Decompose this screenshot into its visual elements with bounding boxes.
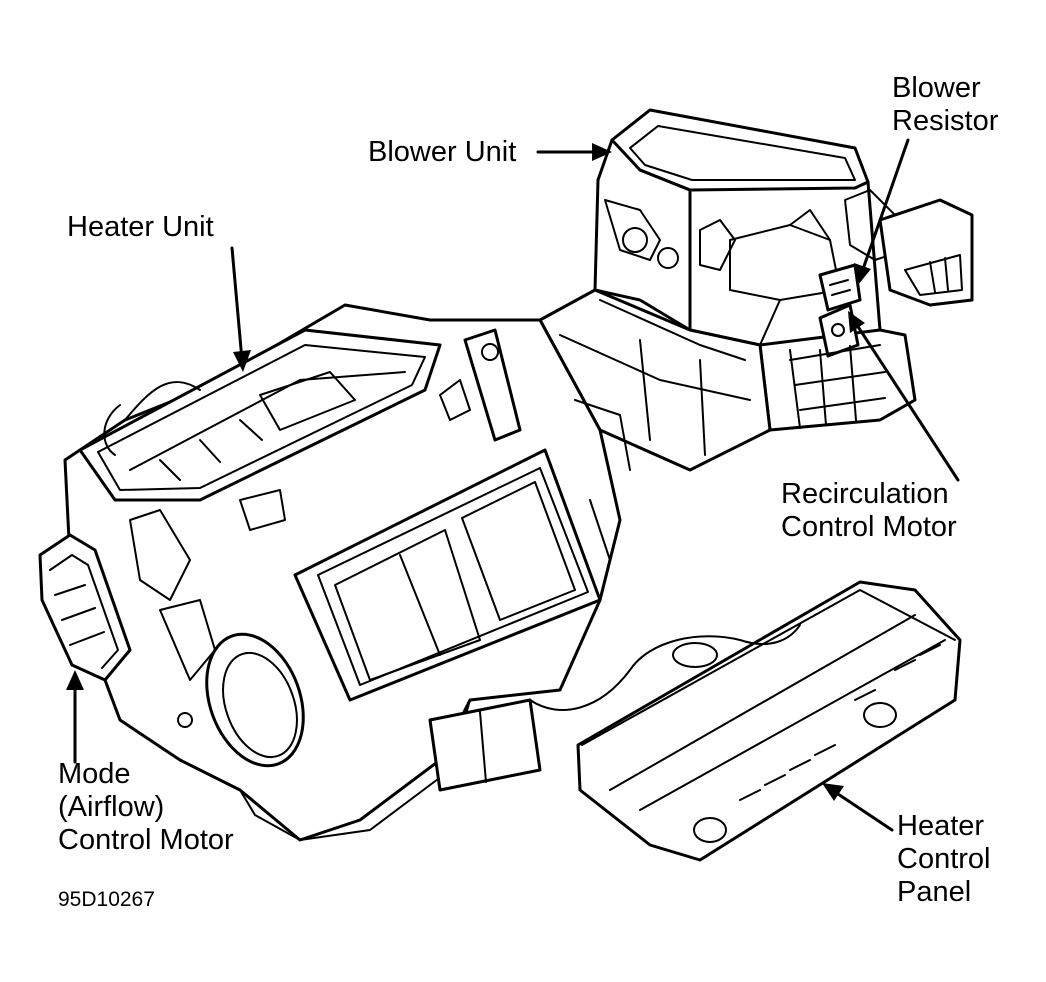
heater-control-panel-drawing: [529, 580, 962, 862]
label-mode-control-motor: Mode (Airflow) Control Motor: [58, 758, 234, 857]
label-mode-line-1: Mode: [58, 758, 131, 790]
label-blower-resistor-line-1: Blower: [892, 72, 981, 104]
arrow-heater-unit: [230, 246, 244, 362]
arrowhead-control-panel: [822, 783, 844, 801]
label-mode-line-3: Control Motor: [58, 824, 234, 856]
label-recirculation-line-1: Recirculation: [781, 478, 949, 510]
arrowhead-heater-unit: [233, 350, 251, 372]
label-heater-control-panel: Heater Control Panel: [897, 810, 991, 909]
label-control-panel-line-1: Heater: [897, 810, 985, 842]
label-mode-line-2: (Airflow): [58, 791, 165, 823]
label-recirculation-control-motor: Recirculation Control Motor: [781, 478, 957, 544]
label-blower-resistor: Blower Resistor: [892, 72, 998, 138]
figure-code: 95D10267: [58, 888, 155, 911]
arrow-blower-resistor: [860, 138, 910, 274]
label-blower-unit: Blower Unit: [368, 136, 517, 168]
label-recirculation-line-2: Control Motor: [781, 511, 957, 543]
arrow-recirculation-motor: [853, 320, 960, 482]
leader-lines: [66, 138, 960, 832]
arrowhead-recirculation-motor: [848, 311, 865, 333]
mode-control-motor-drawing: [38, 533, 132, 682]
arrow-control-panel: [830, 788, 894, 832]
label-control-panel-line-2: Control: [897, 843, 991, 875]
label-blower-resistor-line-2: Resistor: [892, 105, 999, 137]
label-control-panel-line-3: Panel: [897, 876, 972, 908]
heater-unit-drawing: [63, 303, 631, 842]
arrowhead-blower-unit: [592, 143, 612, 161]
arrowhead-mode-motor: [66, 670, 84, 690]
arrowhead-blower-resistor: [854, 263, 871, 285]
blower-unit-drawing: [593, 108, 974, 432]
label-heater-unit: Heater Unit: [67, 211, 214, 243]
